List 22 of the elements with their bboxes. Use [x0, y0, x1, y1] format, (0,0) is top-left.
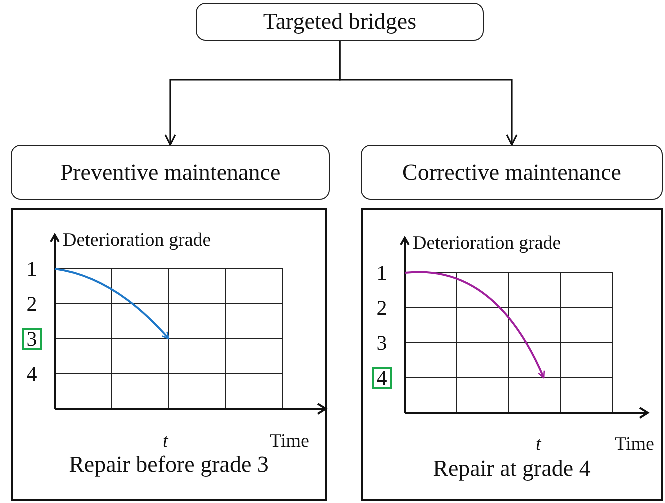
grade-number: 1 [26, 258, 38, 280]
grade-number: 2 [26, 293, 38, 315]
time-mark: t [163, 432, 168, 451]
grade-number: 1 [376, 262, 388, 284]
panel-caption: Repair at grade 4 [432, 457, 592, 480]
axis-title: Time [615, 435, 654, 454]
category-box: Preventive maintenance [11, 145, 330, 200]
chart-panel [11, 208, 327, 501]
category-box: Corrective maintenance [361, 145, 663, 200]
connector-arrow [339, 41, 518, 146]
axis-title: Deterioration grade [413, 234, 562, 253]
grade-number: 3 [376, 332, 388, 354]
axis-title: Time [270, 432, 310, 451]
grade-number: 2 [376, 297, 388, 319]
time-mark: t [536, 435, 542, 454]
grade-number: 4 [26, 363, 38, 385]
category-box: Targeted bridges [196, 3, 484, 41]
panel-caption: Repair before grade 3 [68, 453, 270, 476]
grade-number: 3 [22, 328, 42, 350]
grade-number: 4 [372, 367, 392, 389]
axis-title: Deterioration grade [63, 231, 212, 250]
chart-panel [361, 208, 663, 501]
